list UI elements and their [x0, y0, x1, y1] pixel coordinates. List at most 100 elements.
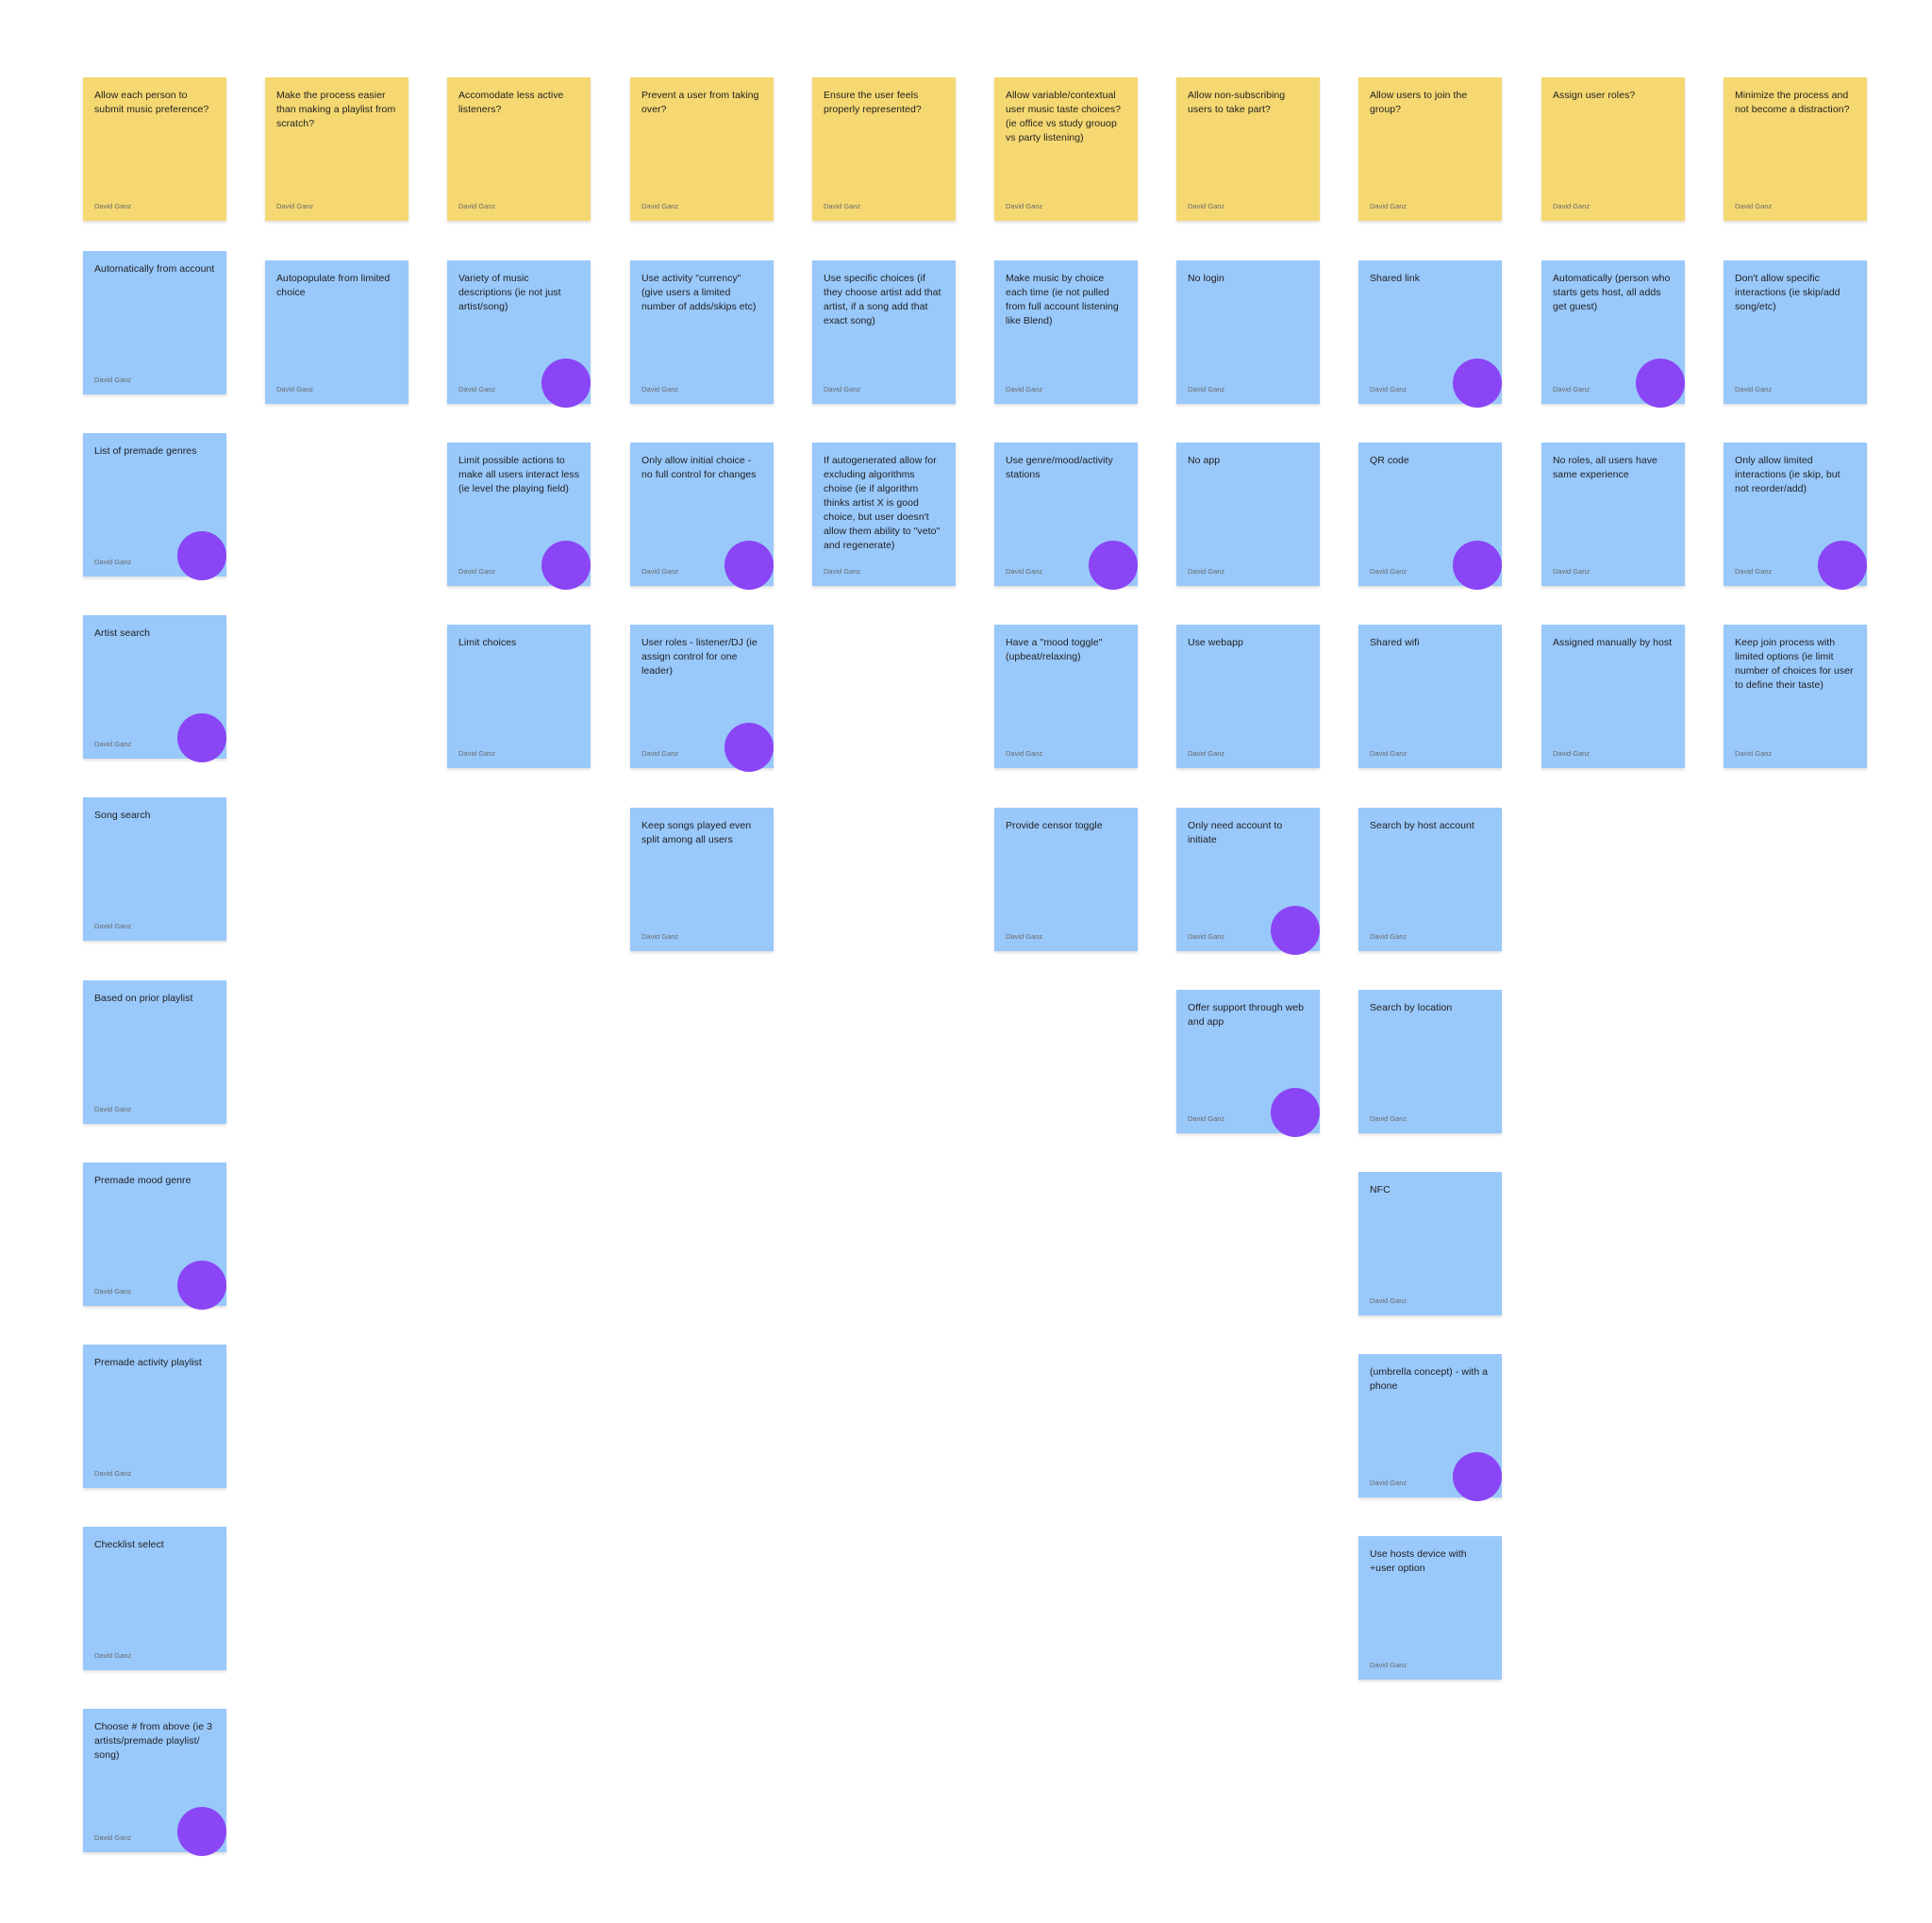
note-text: User roles - listener/DJ (ie assign cont…: [641, 637, 758, 677]
vote-dot[interactable]: [541, 541, 591, 590]
idea-sticky-note[interactable]: Don't allow specific interactions (ie sk…: [1724, 260, 1867, 404]
note-text: Choose # from above (ie 3 artists/premad…: [94, 1721, 212, 1761]
idea-sticky-note[interactable]: Only allow initial choice - no full cont…: [630, 443, 774, 590]
vote-dot[interactable]: [1818, 541, 1867, 590]
idea-sticky-note[interactable]: Use specific choices (if they choose art…: [812, 260, 956, 404]
question-sticky-note[interactable]: Allow non-subscribing users to take part…: [1176, 77, 1320, 221]
idea-sticky-note[interactable]: Variety of music descriptions (ie not ju…: [447, 260, 591, 408]
idea-sticky-note[interactable]: No roles, all users have same experience…: [1541, 443, 1685, 586]
vote-dot[interactable]: [1453, 541, 1502, 590]
idea-sticky-note[interactable]: Use activity "currency" (give users a li…: [630, 260, 774, 404]
note-text: Allow users to join the group?: [1370, 90, 1468, 115]
note-text: Only allow initial choice - no full cont…: [641, 455, 757, 480]
note-author: David Ganz: [641, 567, 679, 576]
idea-sticky-note[interactable]: Make music by choice each time (ie not p…: [994, 260, 1138, 404]
note-author: David Ganz: [641, 202, 679, 210]
vote-dot[interactable]: [541, 359, 591, 408]
vote-dot[interactable]: [177, 1261, 226, 1310]
question-sticky-note[interactable]: Allow users to join the group? David Ganz: [1358, 77, 1502, 221]
note-author: David Ganz: [1370, 1296, 1407, 1305]
note-text: List of premade genres: [94, 445, 197, 457]
note-author: David Ganz: [94, 202, 132, 210]
note-text: Allow non-subscribing users to take part…: [1188, 90, 1286, 115]
note-author: David Ganz: [1370, 202, 1407, 210]
note-text: Autopopulate from limited choice: [276, 273, 391, 298]
note-text: Automatically from account: [94, 263, 215, 275]
note-text: Use activity "currency" (give users a li…: [641, 273, 757, 312]
note-author: David Ganz: [1553, 202, 1591, 210]
note-author: David Ganz: [94, 1651, 132, 1660]
idea-sticky-note[interactable]: Choose # from above (ie 3 artists/premad…: [83, 1709, 226, 1856]
note-text: Ensure the user feels properly represent…: [824, 90, 922, 115]
vote-dot[interactable]: [177, 713, 226, 762]
note-text: Offer support through web and app: [1188, 1002, 1305, 1028]
note-author: David Ganz: [1370, 567, 1407, 576]
vote-dot[interactable]: [1453, 359, 1502, 408]
vote-dot[interactable]: [1271, 1088, 1320, 1137]
vote-dot[interactable]: [1089, 541, 1138, 590]
vote-dot[interactable]: [724, 723, 774, 772]
idea-sticky-note[interactable]: If autogenerated allow for excluding alg…: [812, 443, 956, 586]
idea-sticky-note[interactable]: Limit possible actions to make all users…: [447, 443, 591, 590]
vote-dot[interactable]: [177, 531, 226, 580]
note-author: David Ganz: [1188, 385, 1225, 393]
idea-sticky-note[interactable]: Keep songs played even split among all u…: [630, 808, 774, 951]
note-text: Automatically (person who starts gets ho…: [1553, 273, 1671, 312]
note-text: Keep songs played even split among all u…: [641, 820, 752, 845]
vote-dot[interactable]: [1453, 1452, 1502, 1501]
vote-dot[interactable]: [724, 541, 774, 590]
idea-sticky-note[interactable]: Keep join process with limited options (…: [1724, 625, 1867, 768]
idea-sticky-note[interactable]: Only allow limited interactions (ie skip…: [1724, 443, 1867, 590]
idea-sticky-note[interactable]: Have a "mood toggle" (upbeat/relaxing)Da…: [994, 625, 1138, 768]
note-author: David Ganz: [1188, 202, 1225, 210]
note-text: Based on prior playlist: [94, 993, 193, 1004]
idea-sticky-note[interactable]: User roles - listener/DJ (ie assign cont…: [630, 625, 774, 772]
question-sticky-note[interactable]: Allow variable/contextual user music tas…: [994, 77, 1138, 221]
note-text: Keep join process with limited options (…: [1735, 637, 1854, 691]
idea-sticky-note[interactable]: Automatically (person who starts gets ho…: [1541, 260, 1685, 408]
vote-dot[interactable]: [1271, 906, 1320, 955]
vote-dot[interactable]: [177, 1807, 226, 1856]
note-text: Song search: [94, 810, 151, 821]
question-sticky-note[interactable]: Accomodate less active listeners?David G…: [447, 77, 591, 221]
note-text: Use webapp: [1188, 637, 1243, 648]
vote-dot[interactable]: [1636, 359, 1685, 408]
question-sticky-note[interactable]: Allow each person to submit music prefer…: [83, 77, 226, 221]
note-text: QR code: [1370, 455, 1409, 466]
note-author: David Ganz: [276, 385, 314, 393]
note-author: David Ganz: [458, 567, 496, 576]
question-sticky-note[interactable]: Minimize the process and not become a di…: [1724, 77, 1867, 221]
question-sticky-note[interactable]: Assign user roles?David Ganz: [1541, 77, 1685, 221]
question-sticky-note[interactable]: Ensure the user feels properly represent…: [812, 77, 956, 221]
question-sticky-note[interactable]: Make the process easier than making a pl…: [265, 77, 408, 221]
question-sticky-note[interactable]: Prevent a user from taking over?David Ga…: [630, 77, 774, 221]
note-author: David Ganz: [94, 922, 132, 930]
